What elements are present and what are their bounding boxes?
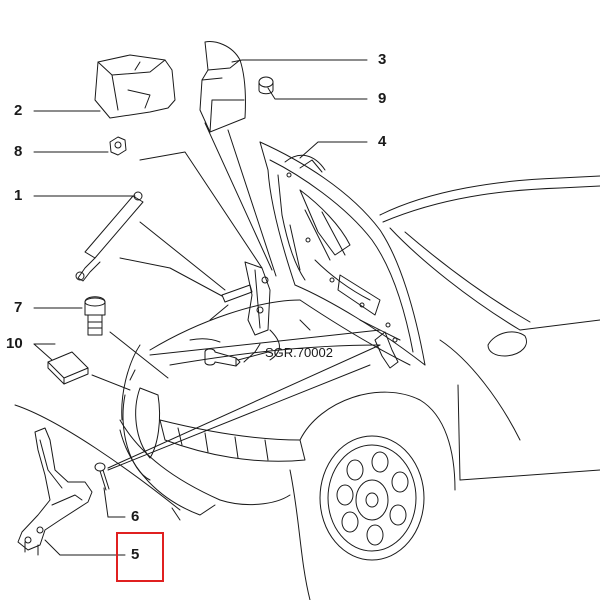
callout-5-highlight-box	[116, 532, 164, 582]
callout-6: 6	[131, 508, 140, 525]
callout-10: 10	[6, 335, 23, 352]
car-body	[120, 176, 600, 600]
callout-1: 1	[14, 187, 23, 204]
part-10-pad	[48, 352, 88, 384]
front-wheel	[320, 436, 424, 560]
callout-5: 5	[131, 546, 140, 563]
tool-sgr-70002	[205, 349, 240, 366]
part-5-hinge	[18, 428, 92, 555]
callout-3: 3	[378, 51, 387, 68]
part-1-gas-strut	[76, 192, 143, 281]
callout-2: 2	[14, 102, 23, 119]
part-6-bolt	[95, 463, 109, 490]
callout-8: 8	[14, 143, 23, 160]
engine-bay-details	[15, 320, 310, 520]
tool-code-label: SGR.70002	[265, 345, 333, 360]
callout-7: 7	[14, 299, 23, 316]
part-8-nut	[110, 137, 126, 155]
callout-4: 4	[378, 133, 387, 150]
hood-panel	[260, 142, 425, 365]
part-2-cover	[95, 55, 175, 118]
part-7-bumper	[85, 297, 105, 335]
hood-latch-mechanism	[210, 262, 398, 368]
callout-9: 9	[378, 90, 387, 107]
leader-lines	[34, 60, 380, 555]
part-3-insulation	[200, 42, 245, 132]
part-9-stop	[259, 77, 273, 94]
